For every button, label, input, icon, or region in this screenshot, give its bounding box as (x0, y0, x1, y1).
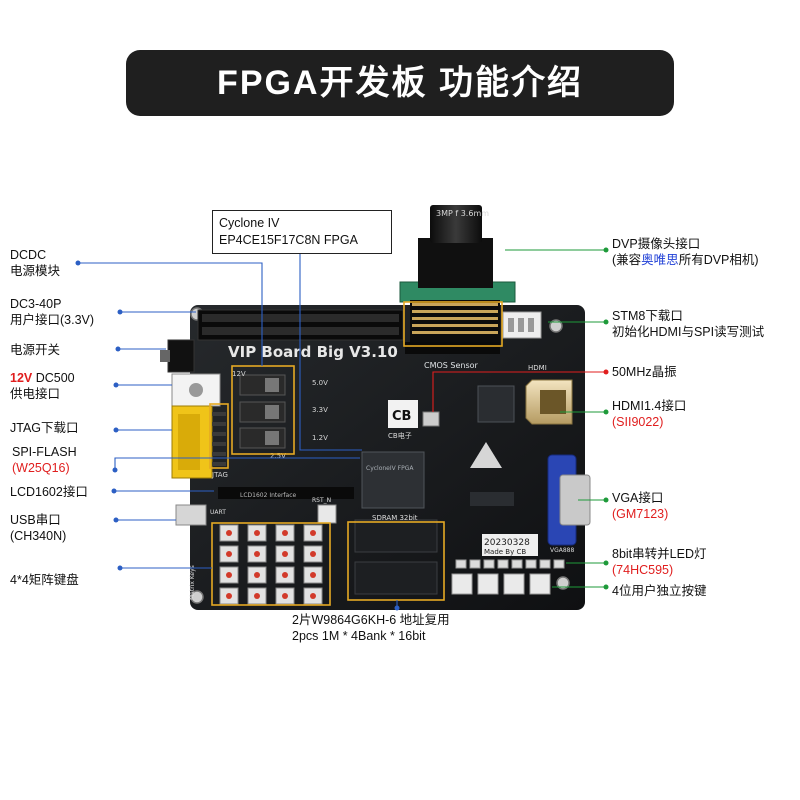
logo-silk: CB电子 (388, 431, 412, 440)
made-silk: Made By CB (484, 548, 526, 556)
box-sdram (347, 521, 445, 601)
lens-silk: 3MP f 3.6mm (436, 209, 489, 218)
cmos-silk: CMOS Sensor (424, 361, 479, 370)
cb-logo (388, 400, 418, 428)
label-sdram: 2片W9864G6KH-6 地址复用 2pcs 1M * 4Bank * 16b… (292, 613, 450, 643)
label-power-switch: 电源开关 (10, 343, 61, 357)
camera-lens (430, 205, 482, 243)
label-dcdc: DCDC 电源模块 (10, 248, 61, 278)
v33-silk: 3.3V (312, 406, 328, 414)
sdram-chip-1 (354, 519, 438, 553)
lcd-silk: LCD1602 Interface (240, 492, 297, 499)
label-vga: VGA接口 (GM7123) (612, 491, 669, 521)
label-osc: 50MHz晶振 (612, 365, 677, 379)
sdram-chip-2 (354, 561, 438, 595)
box-jtag (209, 403, 229, 469)
label-hdmi: HDMI1.4接口 (SII9022) (612, 399, 687, 429)
label-dc340: DC3-40P 用户接口(3.3V) (10, 297, 95, 327)
label-keys: 4位用户独立按键 (612, 584, 707, 598)
lead-spiflash (114, 457, 360, 470)
lead-dcdc (78, 262, 263, 366)
lcd1602-header (218, 487, 354, 499)
v25-silk: 2.5V (270, 452, 286, 460)
svg-text:CB: CB (392, 409, 411, 424)
v12-silk: 12V (232, 370, 246, 378)
vga-silk: VGA888 (550, 547, 574, 554)
fpga-callout: Cyclone IV EP4CE15F17C8N FPGA (212, 210, 392, 254)
label-spi-flash: SPI-FLASH (W25Q16) (12, 445, 77, 475)
label-led: 8bit串转并LED灯 (74HC595) (612, 547, 707, 577)
v12b-silk: 1.2V (312, 434, 328, 442)
page-title: FPGA开发板 功能介绍 (217, 64, 583, 102)
box-stm8 (403, 301, 503, 347)
board-name-silk: VIP Board Big V3.10 (228, 343, 398, 361)
hdmi-silk: HDMI (528, 364, 547, 372)
date-silk: 20230328 (484, 538, 530, 548)
box-usb (211, 522, 331, 606)
fpga-label-line2: EP4CE15F17C8N FPGA (219, 233, 358, 247)
label-jtag: JTAG下载口 (10, 421, 79, 435)
fpga-silk: CycloneIV FPGA (366, 465, 414, 472)
label-usb-uart: USB串口 (CH340N) (10, 513, 67, 543)
reset-button (317, 504, 337, 524)
fpga-chip (361, 451, 425, 509)
rst-silk: RST_N (312, 497, 331, 504)
sdram-silk: SDRAM 32bit (372, 514, 418, 522)
oscillator (422, 411, 440, 427)
uart-silk: UART (210, 509, 226, 516)
v50-silk: 5.0V (312, 379, 328, 387)
lead-osc (432, 371, 606, 412)
box-dcdc (231, 365, 295, 455)
label-lcd1602: LCD1602接口 (10, 485, 88, 499)
label-dvp: DVP摄像头接口 (兼容奥唯思所有DVP相机) (612, 237, 759, 267)
label-stm8: STM8下载口 初始化HDMI与SPI读写测试 (612, 309, 765, 339)
jtag-silk: JTAG (211, 471, 228, 479)
label-keypad: 4*4矩阵键盘 (10, 573, 79, 587)
power-switch (167, 339, 195, 373)
label-dc500: 12V DC500 供电接口 (10, 371, 75, 401)
camera-holder (418, 238, 493, 288)
keys-silk: Matrix Keys (189, 565, 196, 600)
lead-fpga (299, 252, 362, 451)
usb-connector (175, 504, 207, 526)
title-bar: FPGA开发板 功能介绍 (126, 50, 674, 116)
hdmi-chip (477, 385, 515, 423)
fpga-label-line1: Cyclone IV (219, 216, 280, 230)
